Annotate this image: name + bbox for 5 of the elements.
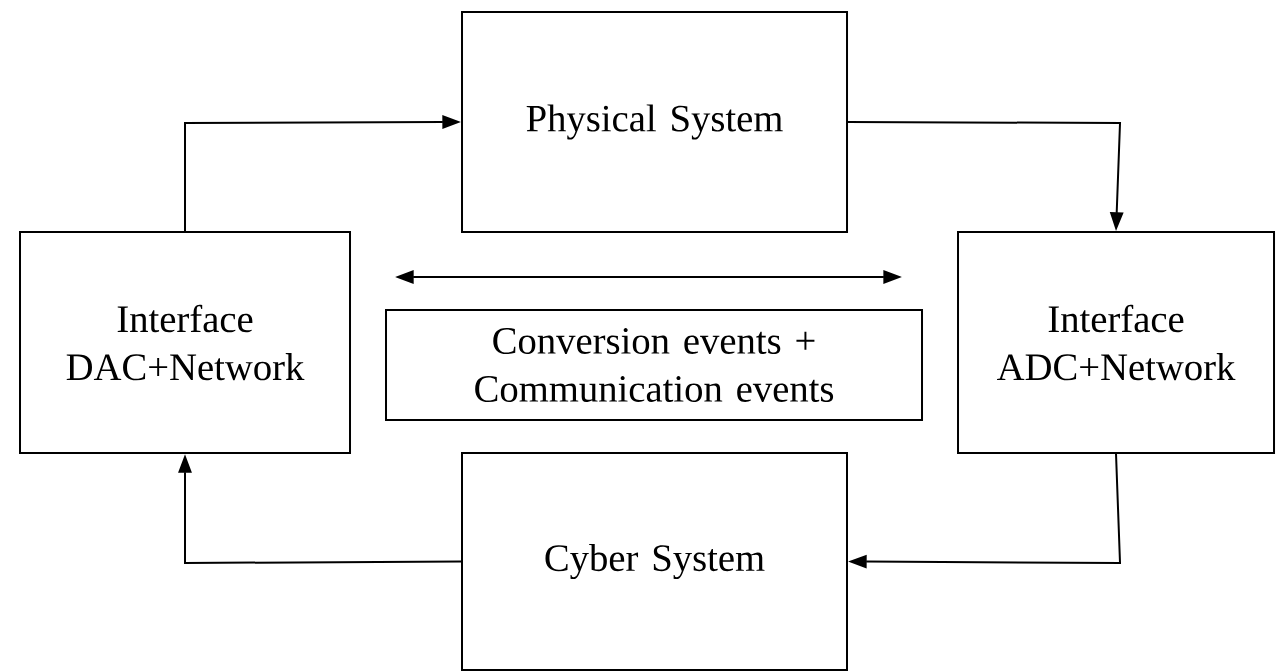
process-box: Interface DAC+Network xyxy=(19,231,351,454)
process-box: Interface ADC+Network xyxy=(957,231,1275,454)
process-box: Conversion events + Communication events xyxy=(385,309,923,421)
process-box: Cyber System xyxy=(461,452,848,671)
process-box: Physical System xyxy=(461,11,848,233)
